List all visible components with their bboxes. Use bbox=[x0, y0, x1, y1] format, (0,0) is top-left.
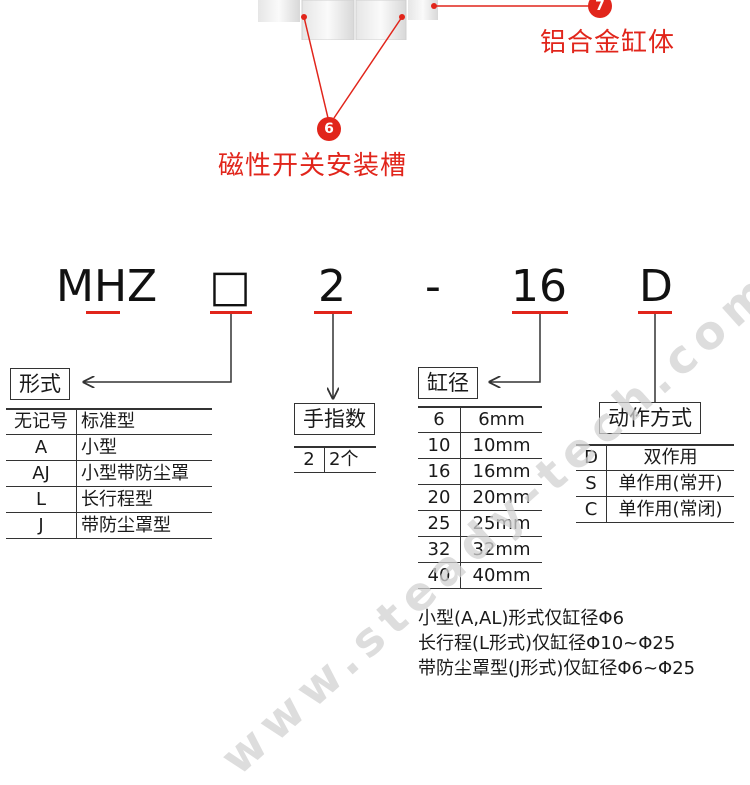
form-table-top-rule bbox=[6, 408, 212, 410]
bore-table-title: 缸径 bbox=[418, 367, 478, 399]
callout-leader-lines bbox=[303, 5, 594, 119]
bore-table-top-rule bbox=[418, 406, 542, 408]
code-underline-action bbox=[638, 311, 672, 314]
code-connector-lines bbox=[0, 314, 656, 402]
callout-label-aluminum-body: 铝合金缸体 bbox=[540, 28, 676, 58]
form-table-title: 形式 bbox=[10, 368, 70, 400]
callout-badge-7: 7 bbox=[588, 0, 612, 18]
note-small-form: 小型(A,AL)形式仅缸径Φ6 bbox=[418, 608, 625, 629]
finger-table-title: 手指数 bbox=[294, 403, 375, 435]
table-row: 无记号标准型 bbox=[6, 409, 212, 435]
code-underline-bore bbox=[512, 311, 568, 314]
code-underline-series bbox=[86, 311, 120, 314]
callout-badge-6: 6 bbox=[317, 117, 341, 141]
note-long-stroke: 长行程(L形式)仅缸径Φ10~Φ25 bbox=[418, 633, 676, 654]
model-code-dash: - bbox=[425, 261, 441, 312]
model-code-form: □ bbox=[209, 261, 251, 312]
action-table-title: 动作方式 bbox=[599, 402, 701, 434]
finger-table-top-rule bbox=[294, 446, 376, 448]
model-code-bore: 16 bbox=[511, 261, 567, 312]
model-code-action: D bbox=[639, 261, 673, 312]
callout-label-switch-groove: 磁性开关安装槽 bbox=[218, 151, 408, 181]
model-code-series: MHZ bbox=[56, 261, 158, 312]
action-table-top-rule bbox=[576, 444, 734, 446]
code-underline-form bbox=[210, 311, 252, 314]
product-image bbox=[250, 0, 450, 41]
note-dust-cover: 带防尘罩型(J形式)仅缸径Φ6~Φ25 bbox=[418, 658, 696, 679]
cylinder-body-graphic bbox=[258, 0, 438, 41]
model-code-fingers: 2 bbox=[318, 261, 346, 312]
code-underline-fingers bbox=[314, 311, 352, 314]
